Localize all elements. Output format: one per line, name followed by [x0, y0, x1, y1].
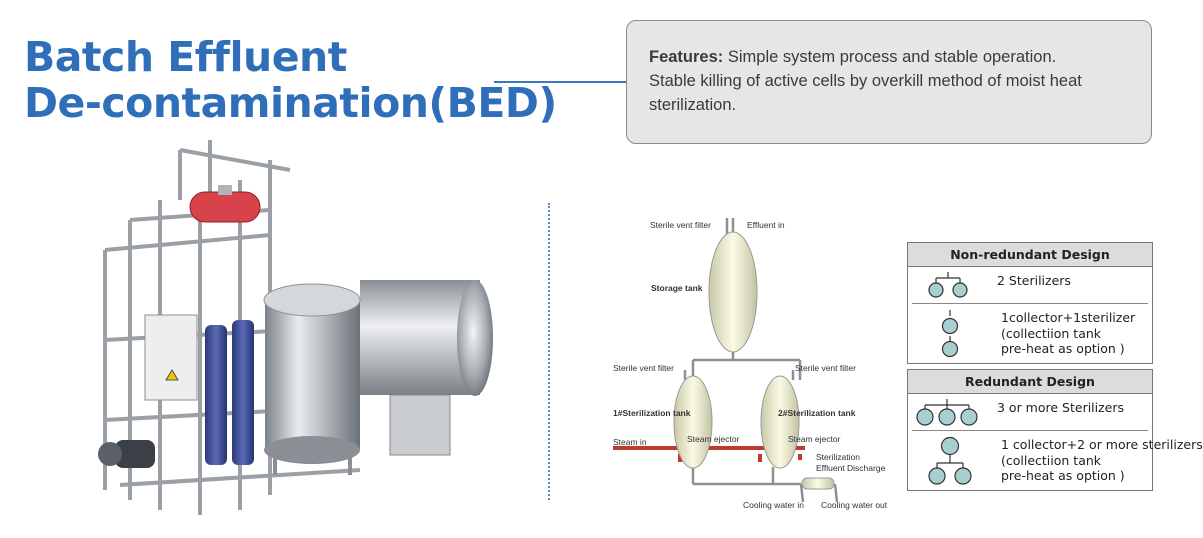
- main-vertical-tank: [263, 283, 361, 475]
- non-redundant-row-1-text: 2 Sterilizers: [997, 273, 1071, 288]
- label-discharge-2: Effluent Discharge: [816, 463, 886, 473]
- features-text-1: Simple system process and stable operati…: [727, 48, 1057, 66]
- three-sterilizers-icon: [916, 399, 978, 426]
- pumps: [98, 440, 155, 468]
- label-effluent-in: Effluent in: [747, 220, 785, 230]
- label-cooling-water-in: Cooling water in: [743, 500, 804, 510]
- dotted-divider: [548, 203, 550, 500]
- collector-sterilizer-icon: [941, 310, 959, 358]
- label-steam-in: Steam in: [613, 437, 647, 447]
- process-schematic: Sterile vent filter Effluent in Storage …: [613, 218, 888, 510]
- redundant-row-2-text: 1 collector+2 or more sterilizers (colle…: [1001, 437, 1203, 484]
- label-sterile-vent-filter-right: Sterile vent filter: [795, 363, 856, 373]
- non-redundant-row-2-text: 1collector+1sterilizer (collectiion tank…: [1001, 310, 1135, 357]
- title-line-1: Batch Effluent: [24, 33, 347, 81]
- label-steam-ejector-1: Steam ejector: [687, 434, 740, 444]
- non-redundant-row-2-line-2: (collectiion tank: [1001, 325, 1102, 341]
- bed-machine-illustration: [98, 140, 493, 515]
- redundant-row-1-text: 3 or more Sterilizers: [997, 400, 1125, 415]
- label-cooling-water-out: Cooling water out: [821, 500, 888, 510]
- redundant-row-2-line-2: (collectiion tank: [1001, 452, 1102, 468]
- sterilization-tank-2-shape: [760, 375, 800, 469]
- heat-exchanger-shape: [801, 477, 835, 490]
- redundant-row-2: 1 collector+2 or more sterilizers (colle…: [912, 430, 1203, 491]
- label-sterile-vent-filter-left: Sterile vent filter: [613, 363, 674, 373]
- label-tank-1: 1#Sterilization tank: [613, 408, 691, 418]
- features-line-2: Stable killing of active cells by overki…: [649, 72, 1082, 90]
- features-box: Features: Simple system process and stab…: [626, 20, 1152, 144]
- label-discharge-1: Sterilization: [816, 452, 860, 462]
- collector-multi-sterilizer-icon: [928, 436, 972, 485]
- two-sterilizers-icon: [928, 272, 968, 298]
- redundant-row-1: 3 or more Sterilizers: [908, 394, 1152, 430]
- sterilization-tank-1-shape: [673, 375, 713, 469]
- blue-vertical-tanks: [205, 320, 254, 465]
- features-line-3: sterilization.: [649, 96, 737, 114]
- right-horizontal-tank: [360, 280, 493, 456]
- red-dome-tank: [189, 185, 261, 223]
- storage-tank-shape: [708, 231, 758, 353]
- label-steam-ejector-2: Steam ejector: [788, 434, 841, 444]
- non-redundant-row-2: 1collector+1sterilizer (collectiion tank…: [912, 303, 1148, 364]
- features-label: Features:: [649, 48, 724, 66]
- title-connector-line: [494, 81, 628, 83]
- non-redundant-panel: Non-redundant Design 2 Sterilizers 1coll…: [907, 242, 1153, 364]
- non-redundant-row-1: 2 Sterilizers: [908, 267, 1152, 303]
- label-sterile-vent-filter-top: Sterile vent filter: [650, 220, 711, 230]
- control-cabinet: [144, 314, 198, 401]
- features-line-1: Features: Simple system process and stab…: [649, 45, 1131, 69]
- page-title: Batch Effluent De-contamination(BED): [24, 34, 557, 126]
- non-redundant-row-2-line-1: 1collector+1sterilizer: [1001, 310, 1136, 325]
- redundant-row-2-line-1: 1 collector+2 or more sterilizers: [1001, 437, 1203, 452]
- non-redundant-row-2-line-3: pre-heat as option ): [1001, 341, 1125, 356]
- redundant-row-2-line-3: pre-heat as option ): [1001, 468, 1125, 483]
- redundant-panel: Redundant Design 3 or more Sterilizers 1…: [907, 369, 1203, 491]
- label-storage-tank: Storage tank: [651, 283, 703, 293]
- title-line-2: De-contamination(BED): [24, 79, 557, 127]
- label-tank-2: 2#Sterilization tank: [778, 408, 856, 418]
- redundant-header: Redundant Design: [908, 370, 1152, 394]
- non-redundant-header: Non-redundant Design: [908, 243, 1152, 267]
